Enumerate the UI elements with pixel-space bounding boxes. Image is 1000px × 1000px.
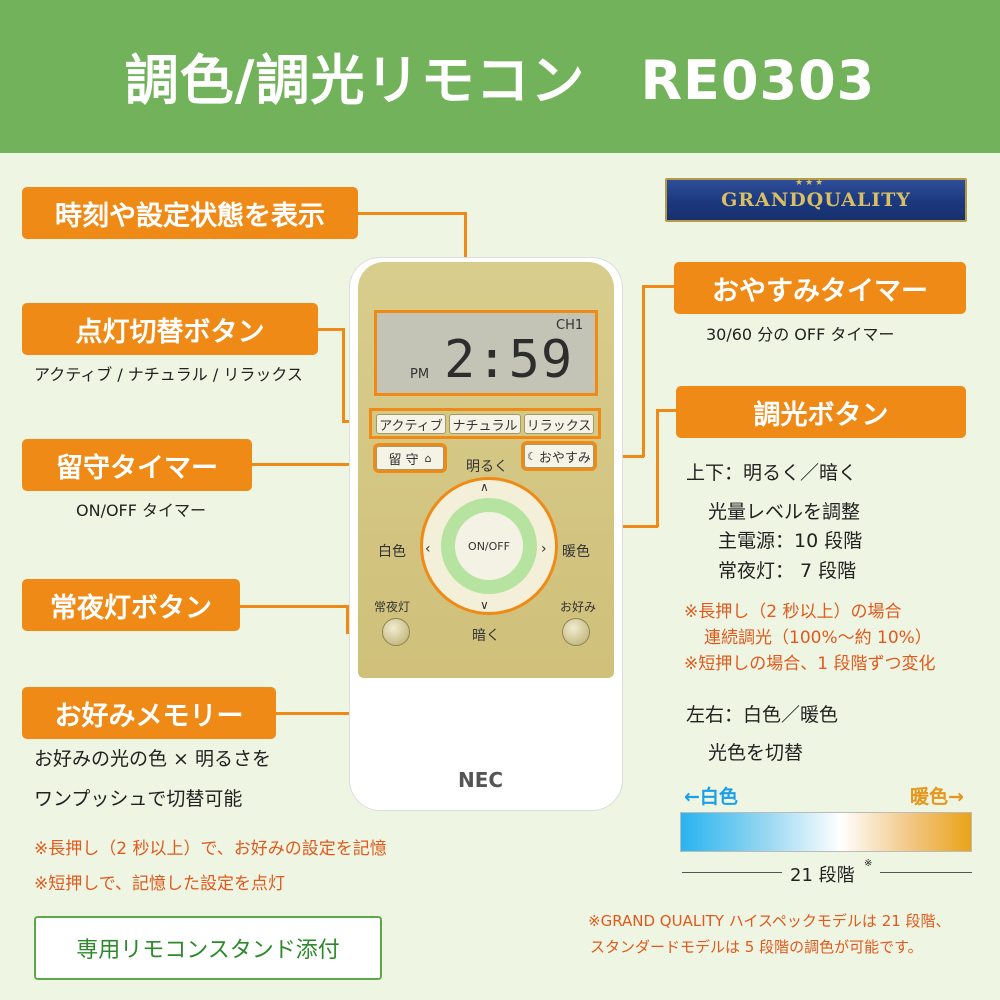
connector-night-h <box>240 605 348 608</box>
nec-logo: NEC <box>458 768 504 792</box>
header-banner <box>0 0 1000 153</box>
active-mode-button[interactable]: アクティブ <box>376 414 446 434</box>
warm-color-label: 暖色 <box>562 544 590 560</box>
label-fav-memory: お好みメモリー <box>22 687 276 739</box>
night-light-button[interactable] <box>382 618 410 646</box>
dim-line-4: 常夜灯： 7 段階 <box>718 560 857 582</box>
dim-line-1: 上下：明るく／暗く <box>686 462 858 484</box>
badge-stars: ★★★ <box>795 178 826 188</box>
dim-line-2: 光量レベルを調整 <box>708 501 861 523</box>
sleep-timer-label: おやすみ <box>538 450 591 466</box>
label-away-timer: 留守タイマー <box>22 439 252 491</box>
brighten-label: 明るく <box>466 459 508 475</box>
dim-note-1: ※長押し（2 秒以上）の場合 <box>684 602 902 622</box>
color-gradient-bar <box>680 812 972 852</box>
sleep-timer-button[interactable]: ☾ おやすみ <box>521 441 597 471</box>
connector-sleep-v <box>642 285 645 457</box>
connector-dim-v <box>656 409 659 527</box>
connector-dim-h <box>658 409 676 412</box>
dim-note-3: ※短押しの場合、1 段階ずつ変化 <box>684 654 936 674</box>
mode-desc: アクティブ / ナチュラル / リラックス <box>34 365 303 384</box>
label-night-button: 常夜灯ボタン <box>22 579 240 631</box>
right-arrow-icon[interactable]: › <box>541 541 547 557</box>
bar-left-label: ←白色 <box>684 786 738 808</box>
page-title: 調色/調光リモコン RE0303 <box>124 49 876 112</box>
stand-included-box: 専用リモコンスタンド添付 <box>34 916 382 980</box>
grand-quality-badge: GRANDQUALITY <box>665 178 967 222</box>
bar-right-label: 暖色→ <box>910 786 964 808</box>
bar-steps: 21 段階 <box>790 865 855 886</box>
away-timer-button[interactable]: 留 守 ⌂ <box>373 443 447 473</box>
label-dim-button: 調光ボタン <box>676 386 966 438</box>
label-sleep-timer: おやすみタイマー <box>674 262 966 314</box>
bar-bracket-left <box>682 872 782 873</box>
down-arrow-icon[interactable]: ∨ <box>480 598 489 612</box>
lr-line-2: 光色を切替 <box>708 742 804 764</box>
connector-mode-h1 <box>318 328 344 331</box>
footnote-1: ※GRAND QUALITY ハイスペックモデルは 21 段階、 <box>588 912 951 930</box>
relax-mode-button[interactable]: リラックス <box>524 414 594 434</box>
connector-night-v <box>346 605 349 633</box>
lr-line-1: 左右：白色／暖色 <box>686 704 839 726</box>
badge-text: GRANDQUALITY <box>721 189 911 211</box>
label-mode-button: 点灯切替ボタン <box>22 303 318 355</box>
dim-line-3: 主電源：10 段階 <box>718 530 863 552</box>
away-timer-label: 留 守 <box>388 452 419 468</box>
connector-away <box>252 463 374 466</box>
connector-sleep-h <box>642 285 674 288</box>
footnote-2: スタンダードモデルは 5 段階の調色が可能です。 <box>590 938 923 956</box>
dim-note-2: 連続調光（100%～約 10%） <box>704 628 932 648</box>
up-arrow-icon[interactable]: ∧ <box>480 480 489 494</box>
connector-display-h <box>340 212 466 215</box>
label-display: 時刻や設定状態を表示 <box>22 187 358 239</box>
fav-desc-1: お好みの光の色 × 明るさを <box>34 748 271 770</box>
lcd-display <box>374 310 598 396</box>
connector-mode-v <box>342 328 345 422</box>
away-desc: ON/OFF タイマー <box>76 501 207 520</box>
lcd-channel: CH1 <box>556 318 584 333</box>
fav-label: お好み <box>560 600 597 614</box>
moon-icon: ☾ <box>527 449 537 463</box>
bar-steps-mark: ※ <box>864 858 873 869</box>
white-color-label: 白色 <box>378 544 406 560</box>
fav-note-1: ※長押し（2 秒以上）で、お好みの設定を記憶 <box>34 839 387 859</box>
natural-mode-button[interactable]: ナチュラル <box>449 414 521 434</box>
dim-label: 暗く <box>472 628 500 644</box>
sleep-desc: 30/60 分の OFF タイマー <box>706 325 895 344</box>
house-icon: ⌂ <box>424 451 432 465</box>
fav-button[interactable] <box>562 618 590 646</box>
bar-bracket-right <box>880 872 972 873</box>
left-arrow-icon[interactable]: ‹ <box>425 541 431 557</box>
night-light-label: 常夜灯 <box>374 600 411 614</box>
lcd-time: 2:59 <box>444 330 574 390</box>
fav-desc-2: ワンプッシュで切替可能 <box>34 788 243 810</box>
onoff-button[interactable]: ON/OFF <box>455 512 523 580</box>
fav-note-2: ※短押しで、記憶した設定を点灯 <box>34 874 286 894</box>
lcd-pm: PM <box>410 367 430 382</box>
